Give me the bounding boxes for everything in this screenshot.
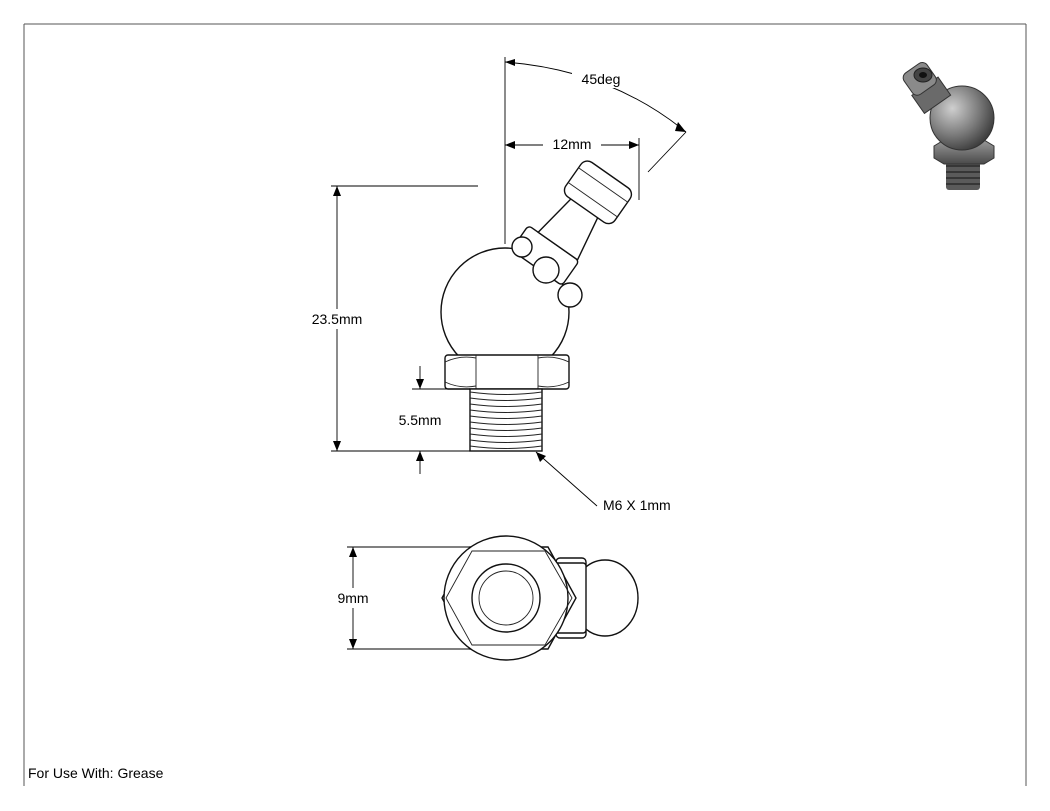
dim-hex: 9mm [330, 546, 470, 650]
angle-label: 45deg [582, 71, 621, 87]
use-with-label: For Use With: Grease [28, 765, 164, 781]
dim-thread-length: 5.5mm [399, 366, 470, 474]
thread-crest [469, 445, 543, 449]
thread-length-label: 5.5mm [399, 412, 442, 428]
dim-angle: 45deg [504, 57, 687, 244]
top-view: 9mm [330, 535, 639, 661]
hex-size-label: 9mm [337, 590, 368, 606]
thread-crest [469, 439, 543, 443]
thread-crest [469, 391, 543, 395]
dim-height: 23.5mm [303, 185, 478, 452]
thread-crest [469, 433, 543, 437]
thread-crest [469, 421, 543, 425]
hex-nut [444, 354, 570, 390]
neck-facet-1 [511, 236, 533, 258]
thread-crest [469, 415, 543, 419]
thread-crest [469, 403, 543, 407]
front-view: 45deg 12mm 23.5mm [303, 57, 687, 513]
neck-facet-3 [557, 282, 583, 308]
thread-spec-label: M6 X 1mm [603, 497, 671, 513]
height-label: 23.5mm [312, 311, 363, 327]
offset-label: 12mm [553, 136, 592, 152]
thread-crest [469, 427, 543, 431]
thread-crest [469, 409, 543, 413]
sheet-border [23, 23, 1027, 786]
thread-crest [469, 397, 543, 401]
neck-facet-2 [532, 256, 560, 284]
dim-thread-spec: M6 X 1mm [535, 451, 671, 513]
thread [469, 388, 543, 452]
dim-offset: 12mm [505, 134, 640, 200]
isometric-render [902, 62, 995, 190]
